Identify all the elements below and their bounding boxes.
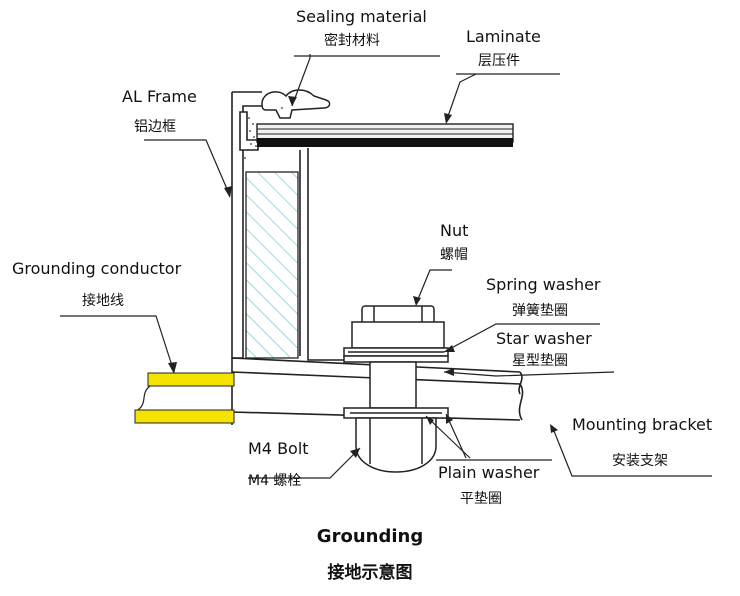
frame-insulation-block	[245, 171, 299, 359]
al-frame-label: AL Frame	[122, 87, 197, 106]
star-washer	[343, 355, 449, 363]
m4-bolt-label-cn: M4 螺栓	[248, 473, 302, 489]
spring-washer-label: Spring washer	[486, 275, 601, 294]
plain-washer-label-cn: 平垫圈	[460, 491, 502, 507]
mounting-bracket-label: Mounting bracket	[572, 415, 713, 434]
nut-label: Nut	[440, 221, 469, 240]
diagram-title: Grounding	[316, 526, 424, 547]
sealing-material-label: Sealing material	[296, 7, 427, 26]
leader-lines	[60, 54, 712, 479]
grounding-conductor-label-cn: 接地线	[82, 293, 124, 309]
laminate-label-cn: 层压件	[478, 53, 520, 69]
sealing-speckle	[244, 107, 283, 159]
star-washer-label: Star washer	[496, 329, 592, 348]
grounding-conductor-label: Grounding conductor	[12, 259, 182, 278]
mounting-bracket-label-cn: 安装支架	[612, 453, 668, 469]
laminate-label: Laminate	[466, 27, 541, 46]
leader-arrows	[168, 96, 558, 458]
star-washer-label-cn: 星型垫圈	[512, 353, 568, 369]
spring-washer-label-cn: 弹簧垫圈	[512, 303, 568, 319]
diagram-title-cn: 接地示意图	[327, 563, 413, 583]
bolt-head	[355, 417, 437, 473]
sealing-material-label-cn: 密封材料	[324, 33, 380, 49]
m4-bolt-label: M4 Bolt	[248, 439, 309, 458]
bolt-shank	[369, 361, 417, 409]
bolt-assembly	[343, 305, 449, 473]
laminate	[256, 123, 514, 147]
grounding-conductor	[134, 372, 235, 424]
plain-washer-label: Plain washer	[438, 463, 540, 482]
nut-label-cn: 螺帽	[440, 247, 468, 263]
al-frame-label-cn: 铝边框	[134, 119, 176, 135]
sealing-material-shape	[261, 89, 331, 119]
